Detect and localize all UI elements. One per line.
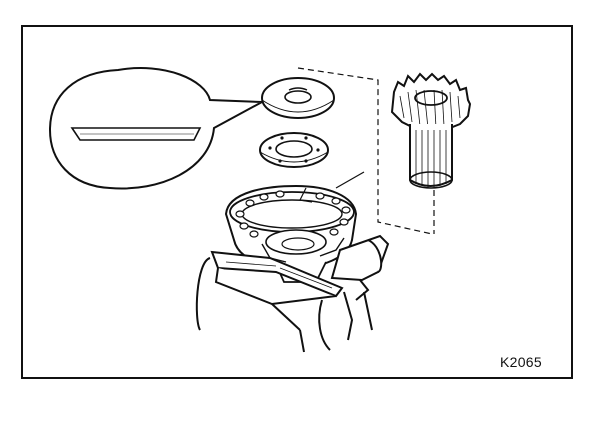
bevel-gear	[390, 72, 472, 189]
figure-reference-code: K2065	[500, 354, 542, 370]
figure-frame	[21, 25, 573, 379]
detail-callout-bubble	[48, 67, 266, 190]
differential-housing	[224, 184, 358, 283]
leader-line	[335, 171, 365, 189]
bench-vise	[195, 234, 390, 353]
assembly-guide-lines	[297, 67, 435, 235]
thrust-washer-lower	[259, 132, 329, 168]
thrust-washer-upper	[261, 77, 335, 119]
vise-jaw-detail	[225, 261, 333, 289]
